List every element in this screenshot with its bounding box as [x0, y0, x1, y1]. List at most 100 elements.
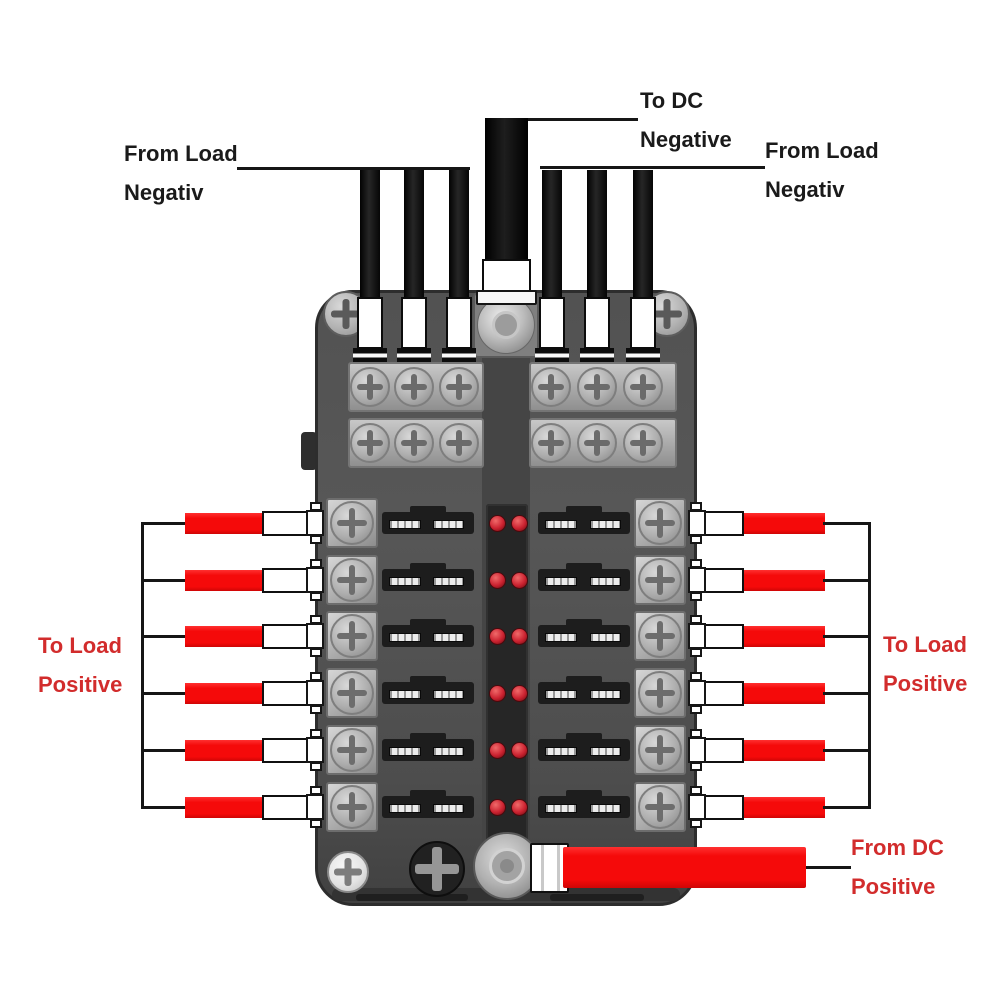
fuse-blade-slot [590, 633, 621, 642]
body-bottom-slot [356, 894, 468, 901]
label-text: To DC [640, 88, 704, 113]
fuse-terminal-screw-left [330, 558, 374, 602]
screw-slot [657, 792, 663, 822]
led-indicator-strip [486, 504, 528, 845]
led-indicator [511, 799, 528, 816]
load-wire-connector-left [262, 624, 308, 649]
led-indicator [511, 515, 528, 532]
negative-wire-sleeve [357, 297, 383, 349]
fuse-holder-left [410, 619, 446, 629]
led-indicator [511, 685, 528, 702]
load-bus-link-left [142, 806, 187, 809]
label-to-load-positive-right: To Load Positive [883, 625, 967, 703]
fuse-blade-slot [545, 520, 577, 529]
terminal-edge-clip [306, 567, 324, 593]
fuse-terminal-screw-right [638, 785, 682, 829]
load-positive-wire-right [744, 513, 825, 534]
load-wire-connector-left [262, 738, 308, 763]
fuse-holder-left [410, 563, 446, 573]
fuse-terminal-screw-left [330, 501, 374, 545]
load-bus-line-right [868, 522, 871, 809]
led-indicator [511, 628, 528, 645]
body-bottom-slot [550, 894, 644, 901]
load-bus-link-right [823, 635, 870, 638]
load-positive-wire-left [185, 740, 264, 761]
fuse-holder-right [566, 619, 602, 629]
label-text: Positive [851, 874, 936, 899]
terminal-edge-clip [690, 762, 702, 771]
label-from-load-negativ-left: From Load Negativ [124, 134, 238, 212]
label-text: Positive [38, 672, 123, 697]
screw-slot [657, 565, 663, 595]
negative-bus-screw [439, 367, 479, 407]
fuse-blade-slot [545, 747, 577, 756]
load-positive-wire-left [185, 570, 264, 591]
fuse-blade-slot [389, 577, 421, 586]
negative-bus-screw [394, 367, 434, 407]
negative-stud-nut [492, 311, 520, 339]
terminal-edge-clip [310, 705, 322, 714]
load-bus-line-left [141, 522, 144, 809]
label-text: Negativ [765, 177, 845, 202]
negative-wire-crimp [353, 348, 387, 363]
fuse-terminal-screw-right [638, 501, 682, 545]
fuse-holder-right [566, 733, 602, 743]
screw-slot [367, 374, 373, 400]
fuse-blade-slot [389, 633, 421, 642]
fuse-terminal-screw-right [638, 728, 682, 772]
terminal-edge-clip [306, 794, 324, 820]
leader-line-from-dc-positive [806, 866, 851, 869]
load-wire-connector-left [262, 681, 308, 706]
terminal-edge-clip [688, 794, 706, 820]
screw-slot [548, 374, 554, 400]
fuse-terminal-screw-left [330, 671, 374, 715]
leader-line-to-dc-negative [526, 118, 638, 121]
load-bus-link-right [823, 522, 870, 525]
fuse-blade-slot [545, 690, 577, 699]
screw-slot [657, 735, 663, 765]
load-bus-link-left [142, 692, 187, 695]
negative-bus-screw [531, 367, 571, 407]
terminal-edge-clip [690, 592, 702, 601]
negative-wire-sleeve [446, 297, 472, 349]
body-side-tab [301, 432, 317, 470]
led-indicator [489, 742, 506, 759]
terminal-edge-clip [688, 623, 706, 649]
negative-bus-screw [350, 367, 390, 407]
screw-slot [367, 430, 373, 456]
label-from-load-negativ-right: From Load Negativ [765, 131, 879, 209]
negative-wire-sleeve [401, 297, 427, 349]
screw-slot [349, 735, 355, 765]
fuse-holder-right [566, 563, 602, 573]
load-bus-link-right [823, 692, 870, 695]
load-positive-wire-right [744, 626, 825, 647]
terminal-edge-clip [306, 680, 324, 706]
negative-wire-crimp [535, 348, 569, 363]
screw-slot [657, 621, 663, 651]
terminal-edge-clip [306, 510, 324, 536]
label-from-dc-positive: From DC Positive [851, 828, 944, 906]
load-wire-connector-left [262, 795, 308, 820]
fuse-blade-slot [590, 690, 621, 699]
screw-slot [349, 792, 355, 822]
label-text: Positive [883, 671, 968, 696]
load-wire-connector-left [262, 511, 308, 536]
negative-bus-screw [577, 367, 617, 407]
fuse-holder-right [566, 676, 602, 686]
negative-wire-sleeve [584, 297, 610, 349]
fuse-blade-slot [433, 747, 464, 756]
negative-wire-sleeve [630, 297, 656, 349]
screw-slot [657, 508, 663, 538]
cover-screw [409, 841, 465, 897]
led-indicator [489, 515, 506, 532]
load-positive-wire-left [185, 797, 264, 818]
leader-line-from-load-left [237, 167, 470, 170]
fuse-blade-slot [389, 804, 421, 813]
label-to-load-positive-left: To Load Positive [38, 626, 122, 704]
fuse-blade-slot [433, 577, 464, 586]
label-text: From DC [851, 835, 944, 860]
load-bus-link-left [142, 635, 187, 638]
load-positive-wire-left [185, 626, 264, 647]
screw-slot [411, 430, 417, 456]
fuse-holder-right [566, 790, 602, 800]
